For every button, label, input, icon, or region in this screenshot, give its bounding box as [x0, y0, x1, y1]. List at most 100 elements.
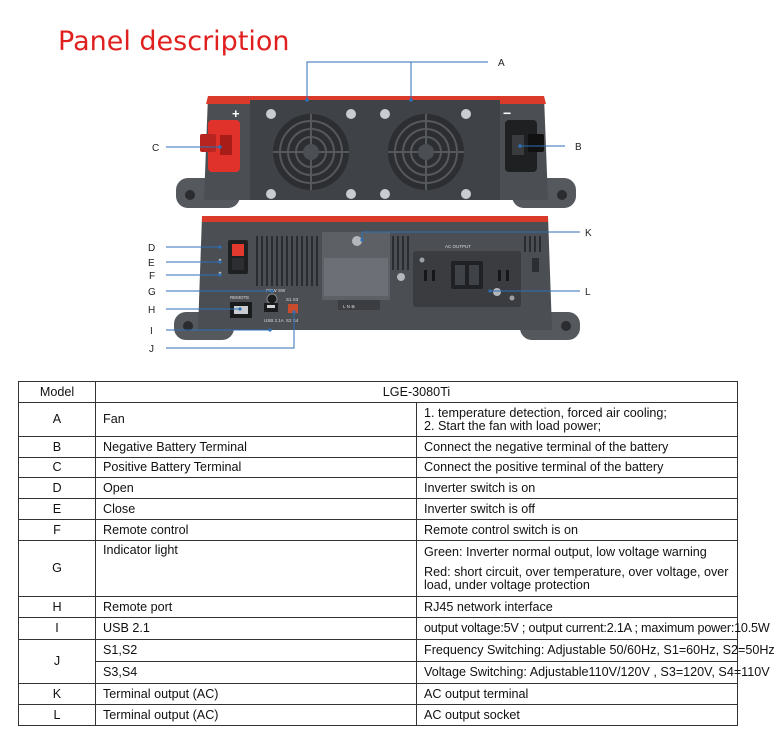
vent-slot — [276, 236, 278, 286]
negative-terminal-cap — [528, 134, 544, 152]
row-id: E — [18, 498, 96, 520]
row-name: USB 2.1 — [95, 617, 417, 640]
outlet-slot-icon — [424, 270, 427, 281]
vent-slot — [286, 236, 288, 286]
row-id: K — [18, 683, 96, 705]
screw-icon — [266, 189, 276, 199]
row-id: L — [18, 704, 96, 726]
vent-slot — [261, 236, 263, 286]
screw-icon — [461, 109, 471, 119]
screw-icon — [419, 257, 425, 263]
vent-slot — [316, 236, 318, 286]
desc-line: 1. temperature detection, forced air coo… — [424, 405, 667, 420]
vent-slot — [311, 236, 313, 286]
minus-symbol: − — [503, 105, 511, 121]
callout-a: A — [498, 58, 505, 69]
callout-c: C — [152, 143, 159, 154]
positive-terminal-slot — [220, 135, 232, 155]
switch-rocker-off — [232, 258, 244, 270]
row-id: G — [18, 540, 96, 597]
vent-slot — [407, 236, 409, 270]
callout-l: L — [585, 287, 591, 298]
desc-line: Red: short circuit, over temperature, ov… — [424, 564, 729, 592]
inverter-front-view: + − — [176, 96, 576, 208]
vent-slot — [301, 236, 303, 286]
desc-line: 2. Start the fan with load power; — [424, 418, 602, 433]
mount-hole-icon — [185, 190, 195, 200]
row-name: Negative Battery Terminal — [95, 436, 417, 458]
row-name: Remote control — [95, 519, 417, 541]
screw-icon — [346, 189, 356, 199]
row-name: Remote port — [95, 596, 417, 618]
callout-i: I — [150, 326, 153, 337]
table-row: H Remote port RJ45 network interface — [18, 596, 738, 618]
model-header: Model — [18, 381, 96, 403]
model-value: LGE-3080Ti — [95, 381, 738, 403]
row-name: S3,S4 — [95, 661, 417, 684]
remote-port-label: REMOTE — [230, 295, 249, 300]
indicator-light — [266, 293, 278, 305]
callout-dots — [218, 98, 522, 332]
table-row: C Positive Battery Terminal Connect the … — [18, 457, 738, 478]
outlet-reset-button — [469, 265, 479, 285]
screw-icon — [266, 109, 276, 119]
table-header-row: Model LGE-3080Ti — [18, 381, 738, 403]
row-desc: 1. temperature detection, forced air coo… — [416, 402, 738, 437]
vent-slot — [291, 236, 293, 286]
dip-label-top: S1 S3 — [286, 297, 299, 302]
row-name: Open — [95, 477, 417, 499]
row-name: S1,S2 — [95, 639, 417, 662]
vent-slots — [256, 236, 541, 286]
row-desc: AC output terminal — [416, 683, 738, 705]
screw-icon — [352, 236, 362, 246]
callout-k: K — [585, 228, 592, 239]
row-id: I — [18, 617, 96, 640]
table-row: E Close Inverter switch is off — [18, 498, 738, 520]
callout-b: B — [575, 142, 582, 153]
row-id: B — [18, 436, 96, 458]
screw-icon — [397, 273, 405, 281]
vent-slot — [539, 236, 541, 252]
spec-table: Model LGE-3080Ti A Fan 1. temperature de… — [18, 381, 775, 726]
row-name: Close — [95, 498, 417, 520]
callout-g: G — [148, 287, 156, 298]
vent-slot — [296, 236, 298, 286]
callout-d: D — [148, 243, 155, 254]
vent-slot — [392, 236, 394, 270]
row-desc: Connect the positive terminal of the bat… — [416, 457, 738, 478]
lnx-terminal-strip — [338, 300, 380, 310]
row-name: Terminal output (AC) — [95, 704, 417, 726]
outlet-slot-icon — [432, 270, 435, 281]
screw-icon — [493, 288, 501, 296]
vent-slot — [271, 236, 273, 286]
row-id: H — [18, 596, 96, 618]
page-title: Panel description — [58, 26, 290, 57]
row-desc: Remote control switch is on — [416, 519, 738, 541]
table-row: D Open Inverter switch is on — [18, 477, 738, 499]
row-desc: Inverter switch is off — [416, 498, 738, 520]
outlet-test-button — [455, 265, 465, 285]
callout-h: H — [148, 305, 155, 316]
plus-symbol: + — [232, 106, 240, 121]
housing-red-trim — [202, 216, 548, 222]
outlet-slot-icon — [506, 270, 509, 281]
usb-tongue — [267, 305, 275, 308]
row-desc: Green: Inverter normal output, low volta… — [416, 540, 738, 597]
row-desc: AC output socket — [416, 704, 738, 726]
mount-hole-icon — [183, 321, 193, 331]
terminal-cover — [324, 258, 388, 296]
row-desc: RJ45 network interface — [416, 596, 738, 618]
ac-output-label: AC OUTPUT — [445, 244, 471, 249]
vent-slot — [402, 236, 404, 270]
row-id: D — [18, 477, 96, 499]
vent-slot — [534, 236, 536, 252]
lnx-label: L N ⊕ — [343, 304, 355, 309]
vent-slot — [266, 236, 268, 286]
vent-slot — [256, 236, 258, 286]
vent-slot — [306, 236, 308, 286]
table-row: L Terminal output (AC) AC output socket — [18, 704, 738, 726]
row-id: J — [18, 639, 96, 684]
screw-icon — [509, 295, 515, 301]
table-row: A Fan 1. temperature detection, forced a… — [18, 402, 738, 437]
table-row: F Remote control Remote control switch i… — [18, 519, 738, 541]
